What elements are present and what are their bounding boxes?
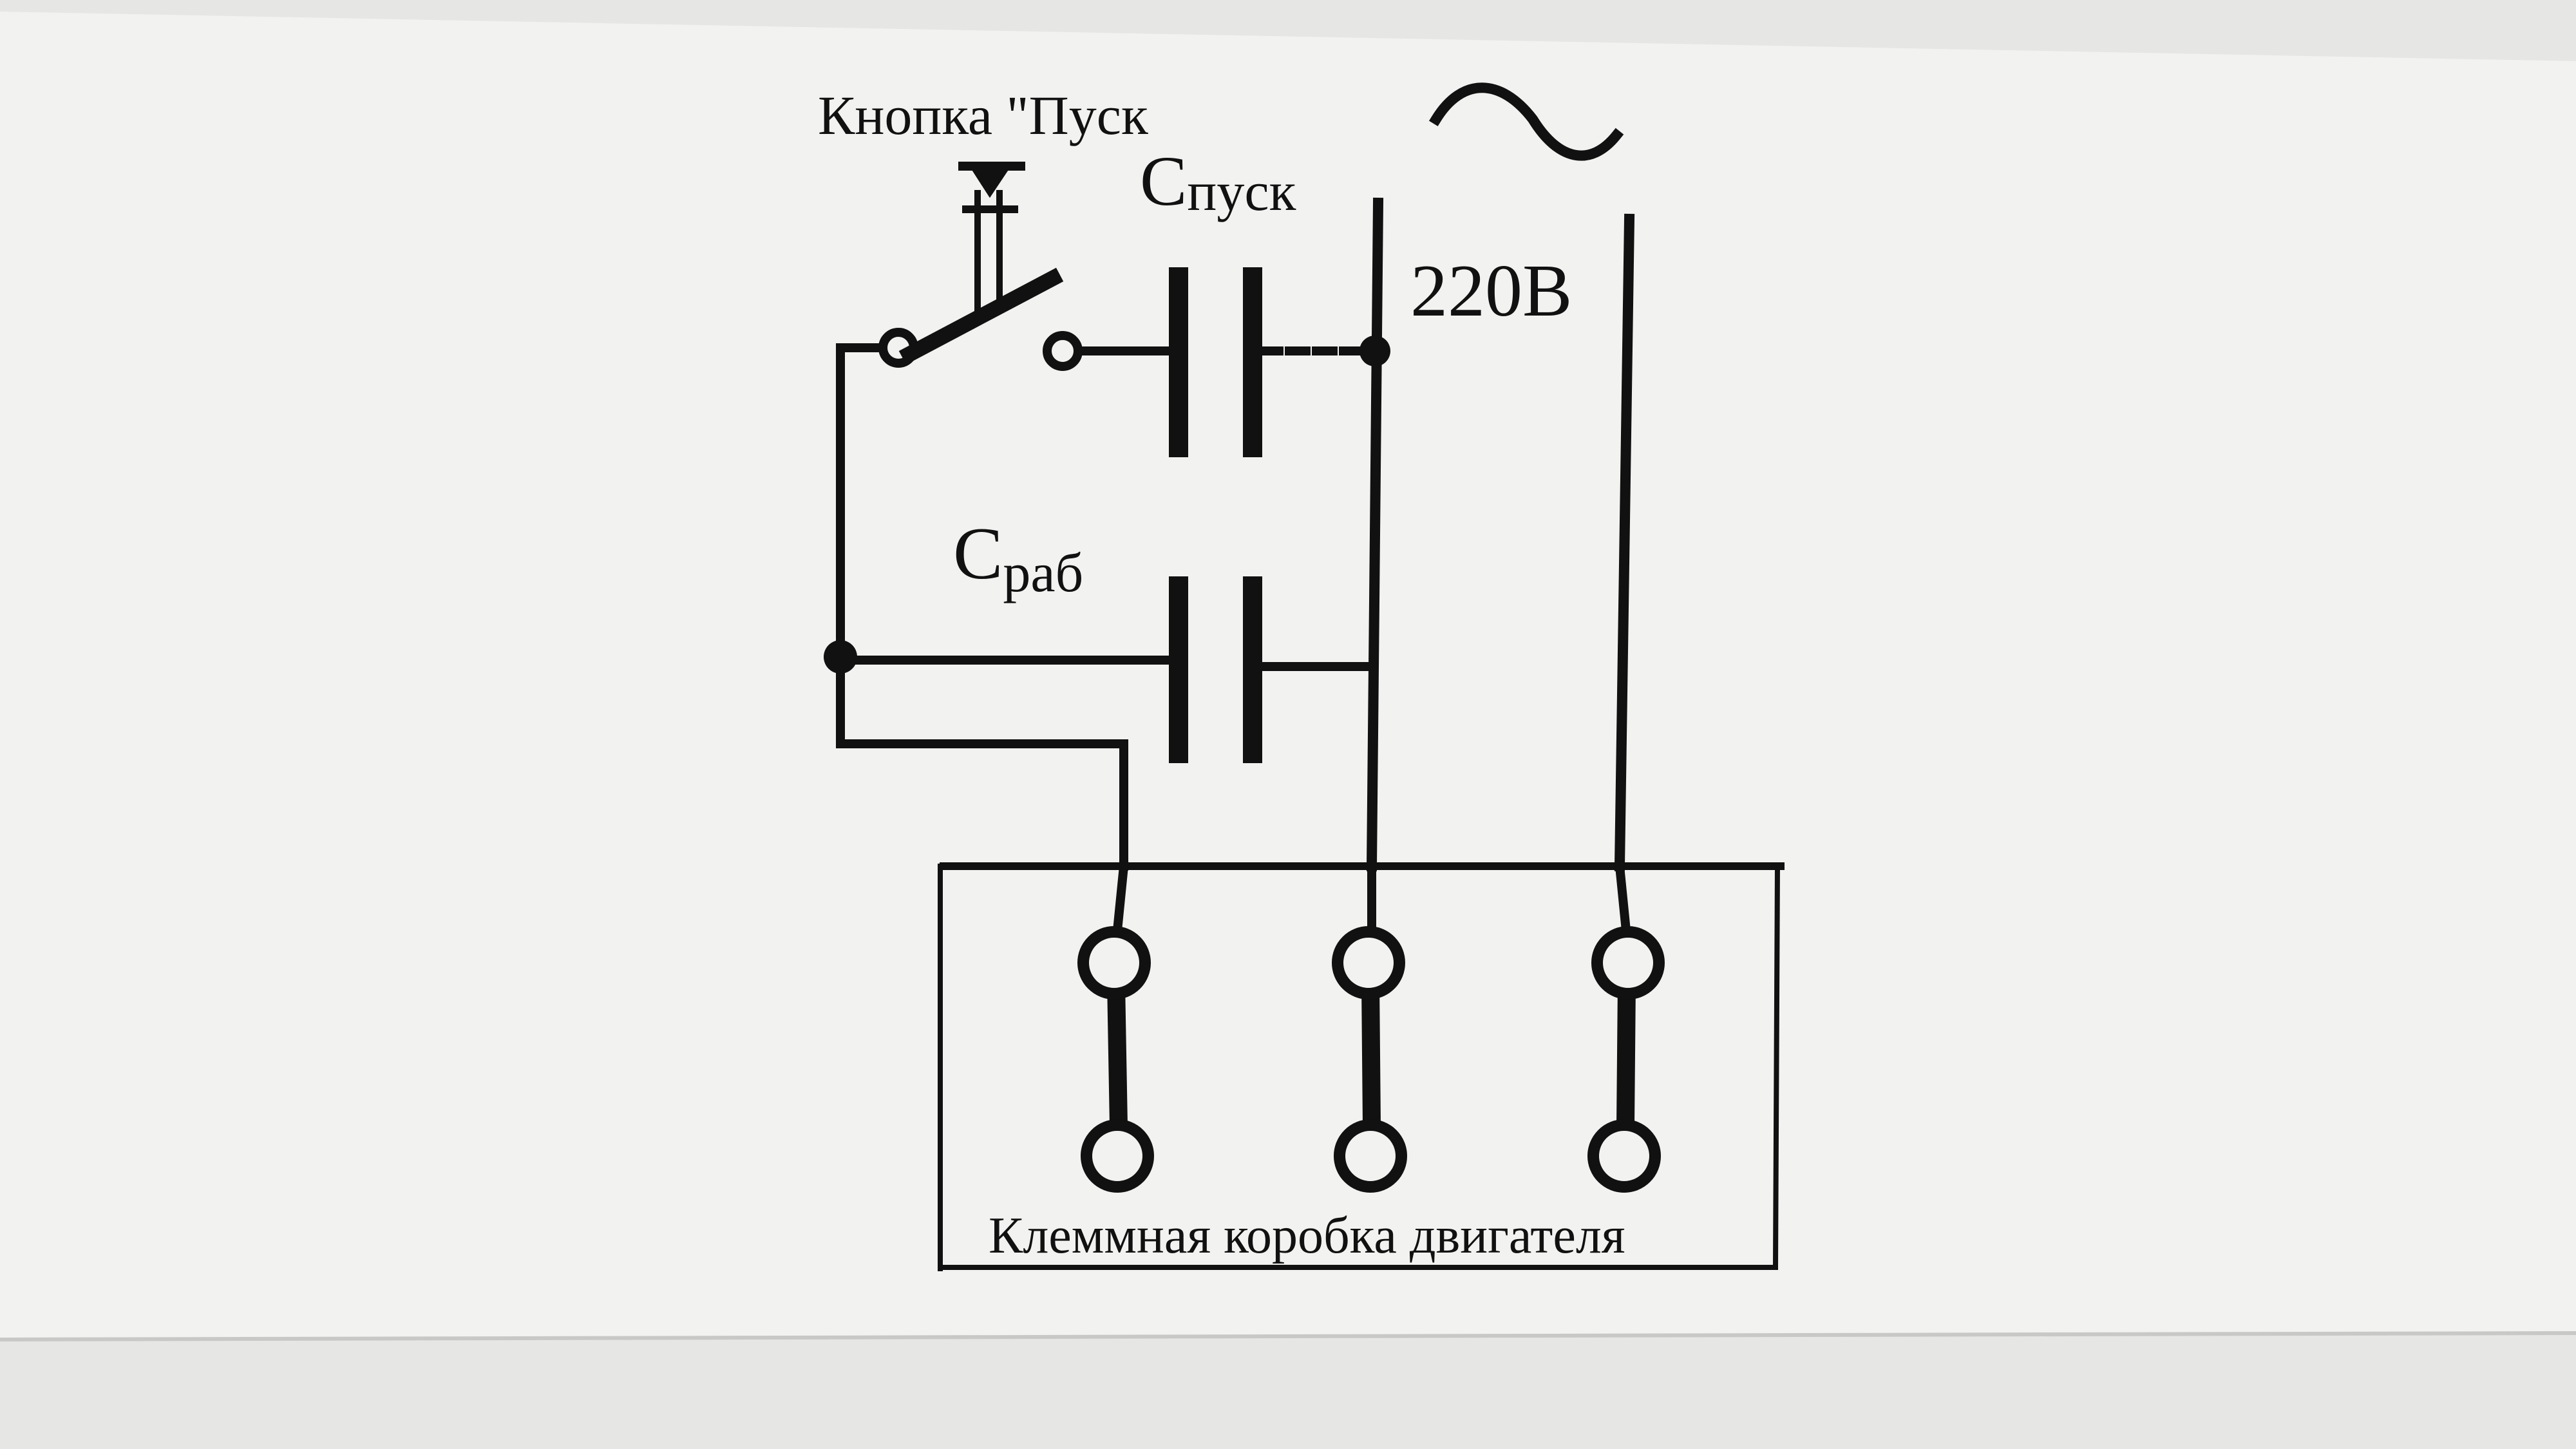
- terminal-pair-1: [1077, 926, 1154, 1193]
- run-capacitor-subscript: раб: [1003, 542, 1083, 603]
- terminal-pair-2: [1332, 926, 1407, 1193]
- start-capacitor-symbol: C: [1140, 142, 1187, 220]
- terminal-box-right: [1772, 863, 1781, 1269]
- run-capacitor-label: Cраб: [953, 513, 1083, 603]
- terminal-box-label: Клеммная коробка двигателя: [989, 1208, 1625, 1264]
- start-capacitor-subscript: пуск: [1187, 160, 1296, 222]
- ac-sine-wave-icon: [1428, 82, 1624, 161]
- wire-terminal-1-in: [1112, 861, 1129, 936]
- circuit-diagram: [824, 82, 1785, 1271]
- terminal-icon: [1332, 926, 1405, 999]
- start-capacitor-label: Cпуск: [1140, 142, 1296, 222]
- run-capacitor-icon: [1169, 576, 1262, 763]
- wire-to-terminal-1: [836, 739, 1128, 871]
- supply-voltage-label: 220В: [1410, 250, 1572, 332]
- terminal-icon: [1081, 1119, 1154, 1193]
- start-button-label: Кнопка "Пуск: [818, 84, 1148, 146]
- terminal-icon: [1591, 926, 1665, 999]
- terminal-icon: [1334, 1119, 1407, 1193]
- paper-sheet: [0, 12, 2576, 1340]
- start-capacitor-icon: [1169, 267, 1262, 457]
- terminal-pair-3: [1587, 926, 1665, 1193]
- run-capacitor-symbol: C: [953, 513, 1003, 595]
- wire-terminal-3-in: [1615, 861, 1631, 936]
- supply-wire-left: [1366, 197, 1384, 872]
- paper-edge: [0, 1331, 2576, 1341]
- switch-contact-right: [1043, 331, 1083, 371]
- supply-wire-right: [1614, 213, 1635, 872]
- terminal-icon: [1587, 1119, 1661, 1193]
- terminal-icon: [1077, 926, 1151, 999]
- junction-node-right: [1359, 336, 1390, 366]
- push-button-icon: [958, 162, 1025, 312]
- switch-blade: [898, 267, 1064, 365]
